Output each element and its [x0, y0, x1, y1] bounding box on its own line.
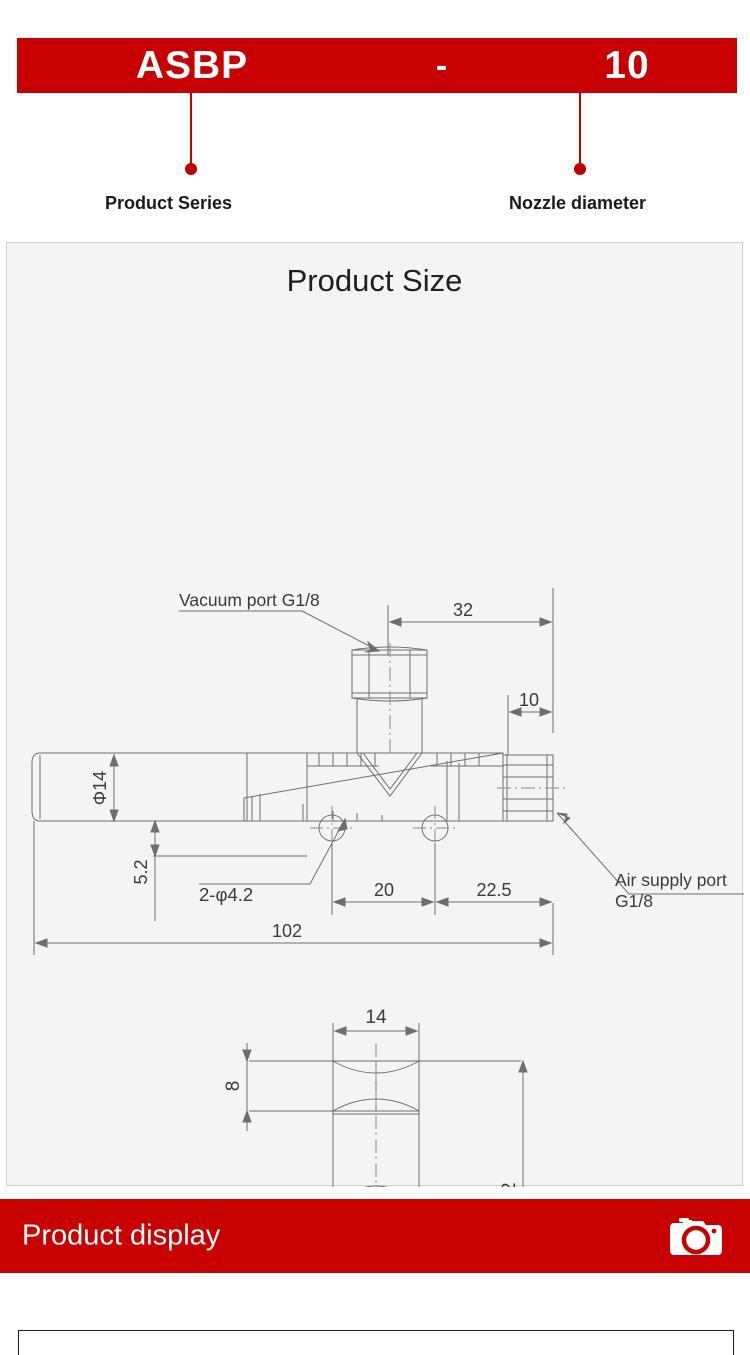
- product-display-title: Product display: [22, 1219, 221, 1252]
- dimension-32: 32: [453, 600, 473, 620]
- dimension-phi14: Φ14: [90, 771, 110, 805]
- model-code-banner: ASBP - 10: [17, 38, 737, 93]
- model-code-nozzle: 10: [604, 44, 650, 87]
- dimension-10: 10: [519, 690, 539, 710]
- product-technical-drawing: Vacuum port G1/8 32 10: [31, 588, 744, 1187]
- series-callout-label: Product Series: [105, 193, 233, 213]
- dimension-8: 8: [223, 1081, 244, 1092]
- dimension-5-2: 5.2: [131, 859, 151, 884]
- dimension-42: 42: [499, 1182, 520, 1187]
- dimension-14-top: 14: [365, 1007, 387, 1028]
- product-size-panel: Product Size Vacuum port G1/8 32 10: [6, 242, 744, 1187]
- model-code-separator: -: [435, 46, 449, 85]
- product-display-image-frame: [18, 1330, 734, 1355]
- nozzle-leader-line: [579, 93, 581, 165]
- nozzle-leader-dot: [574, 163, 586, 175]
- dimension-20: 20: [374, 880, 394, 900]
- model-code-series: ASBP: [135, 44, 249, 87]
- dimension-22-5: 22.5: [476, 880, 511, 900]
- nozzle-callout-label: Nozzle diameter: [509, 193, 647, 213]
- series-leader-dot: [185, 163, 197, 175]
- air-supply-port-annotation-line1: Air supply port: [615, 870, 727, 890]
- vacuum-port-annotation: Vacuum port G1/8: [179, 590, 320, 610]
- series-leader-line: [190, 93, 192, 165]
- product-size-title: Product Size: [286, 263, 463, 298]
- camera-icon: [670, 1218, 722, 1255]
- dimension-102: 102: [272, 921, 302, 941]
- product-display-bar: Product display: [0, 1199, 750, 1273]
- mounting-holes-annotation: 2-φ4.2: [199, 884, 253, 905]
- air-supply-port-annotation-line2: G1/8: [615, 891, 653, 911]
